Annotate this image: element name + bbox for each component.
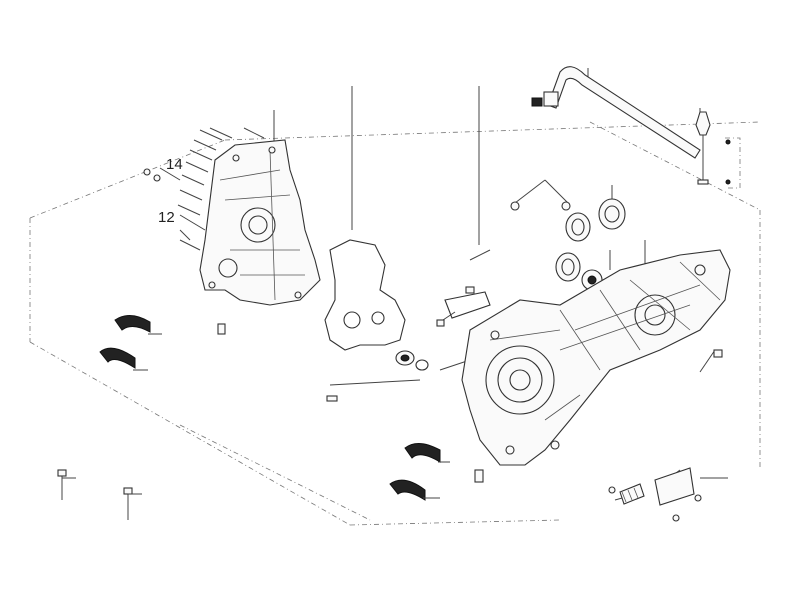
- leader-lines: [159, 68, 728, 501]
- loose-screws: [57, 469, 142, 520]
- left-crankcase-cover: [199, 139, 321, 306]
- gasket: [324, 239, 406, 351]
- callout-14: 14: [166, 156, 183, 173]
- callout-12: 12: [158, 209, 175, 226]
- dipstick: [695, 111, 711, 185]
- breather-hose: [531, 66, 701, 159]
- assembly-frame-lines: [29, 121, 761, 526]
- seal-and-oring: [395, 350, 429, 371]
- bracket-right: [725, 137, 741, 189]
- right-crankcase: [461, 249, 731, 466]
- bearings: [510, 198, 626, 291]
- half-moon-brackets-center: [389, 443, 450, 501]
- small-pins: [217, 286, 723, 483]
- half-moon-brackets-left: [99, 315, 162, 371]
- spring-assembly: [608, 467, 702, 522]
- cover-bolts: [143, 127, 265, 251]
